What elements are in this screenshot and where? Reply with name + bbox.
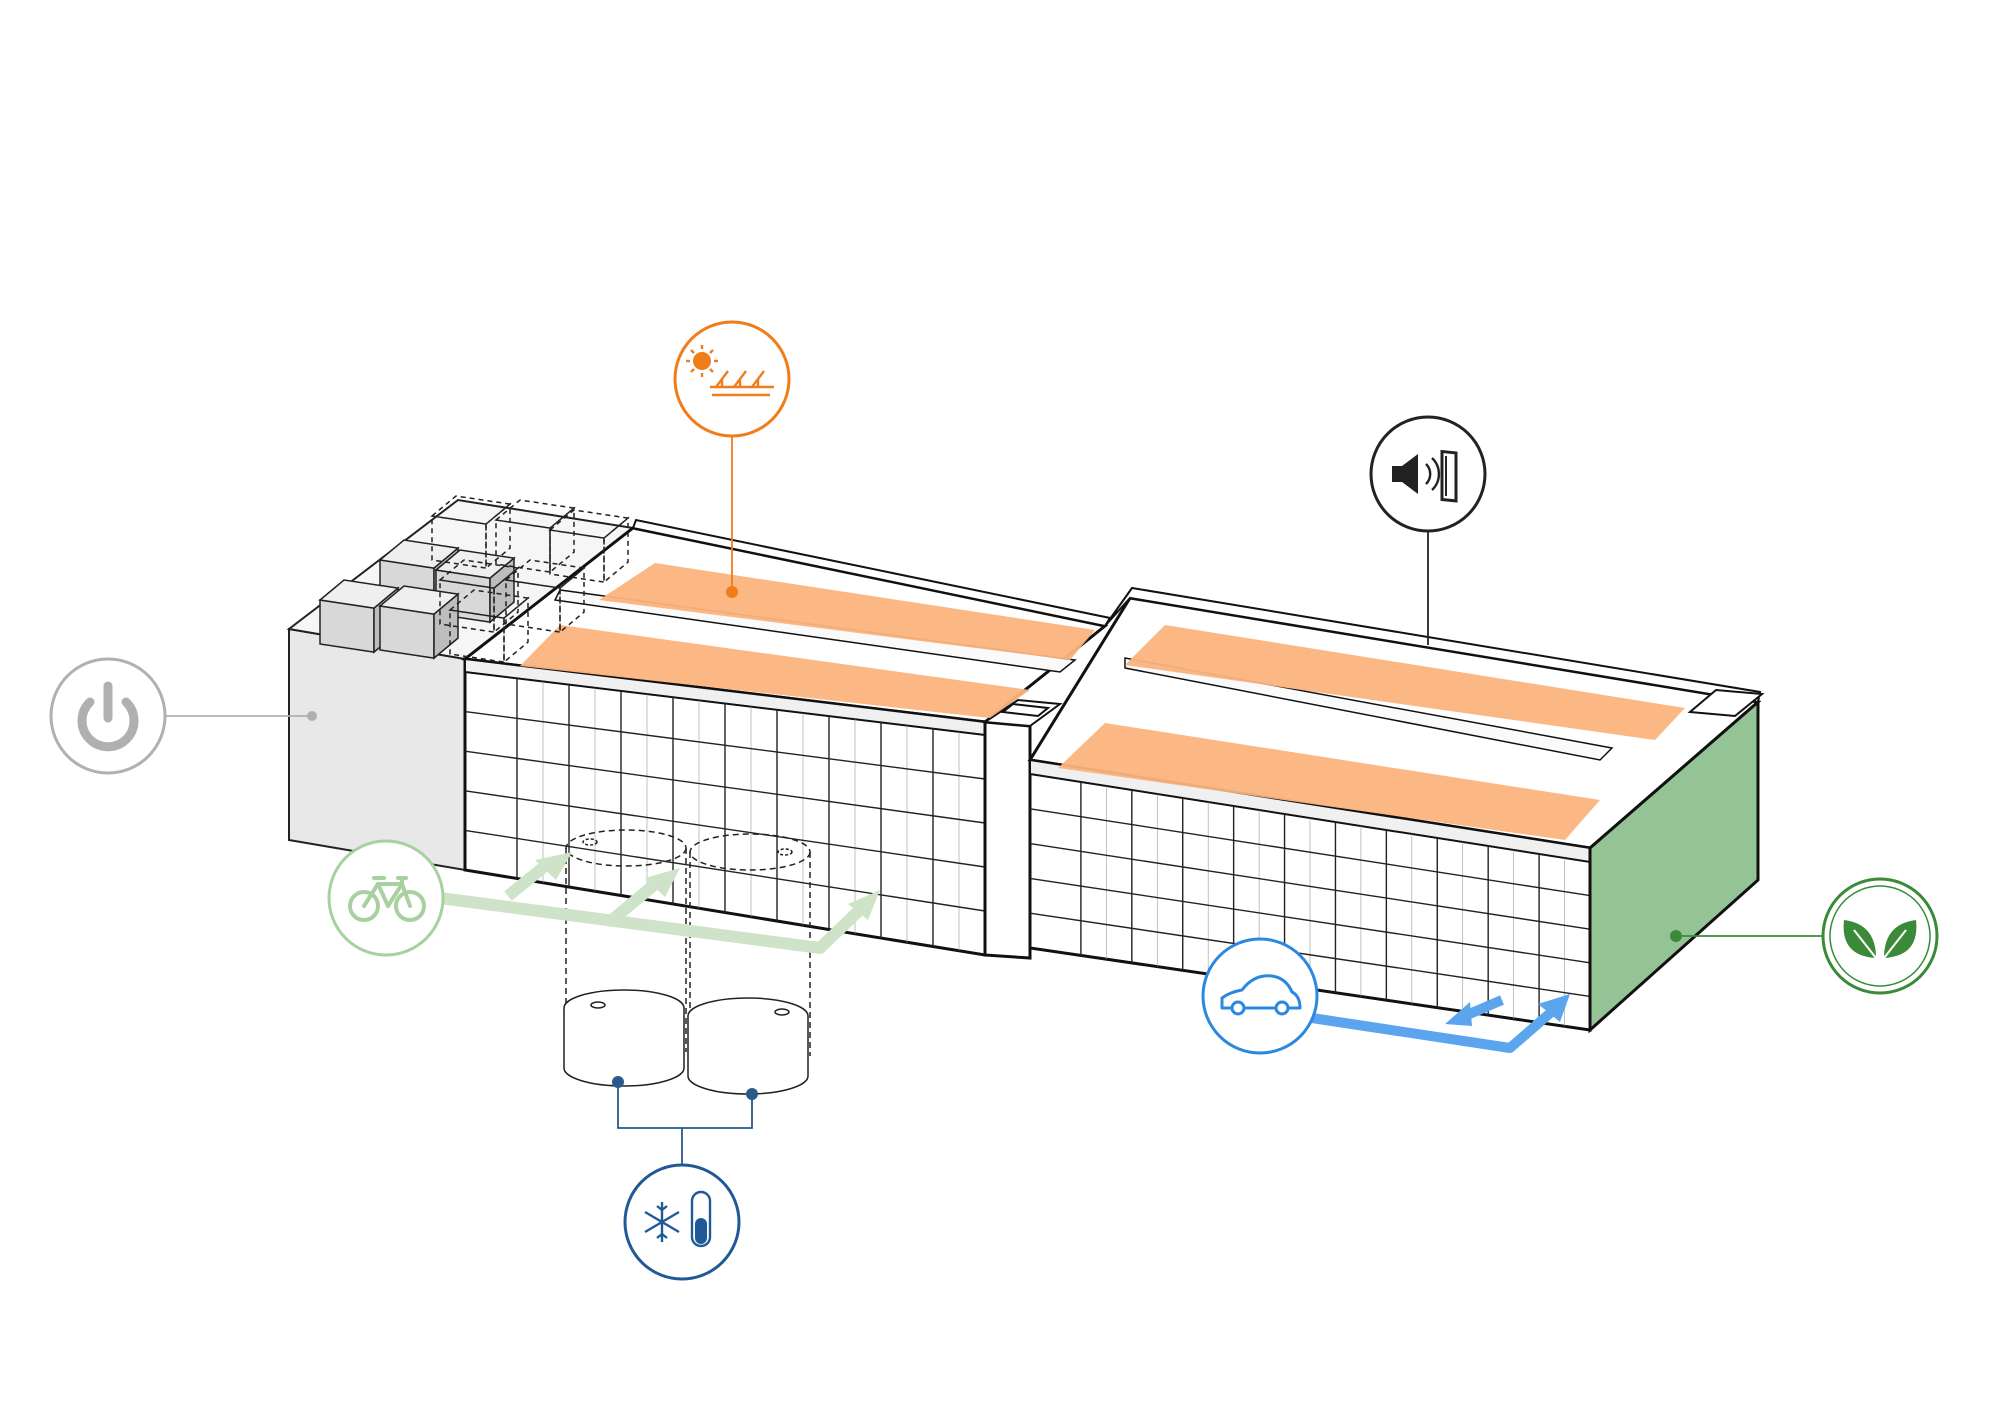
- solar-zone-3: [1125, 625, 1685, 740]
- hvac-face: [603, 516, 629, 584]
- tank-left: [563, 829, 687, 1087]
- facade-floor-line: [1029, 808, 1591, 897]
- facade-floor-line: [464, 829, 986, 912]
- hvac-face: [549, 506, 575, 574]
- hvac-dashed-unit: [548, 509, 630, 584]
- facade-floor-line: [464, 790, 986, 868]
- hvac-dashed-unit: [504, 559, 586, 634]
- hvac-face: [493, 566, 519, 634]
- bicycle-icon[interactable]: [327, 839, 445, 957]
- hvac-solid-unit: [378, 585, 460, 660]
- facade-floor-line: [464, 750, 986, 824]
- facade-floor-line: [1029, 877, 1591, 964]
- left-facade-grid: [464, 678, 986, 951]
- tank-right: [687, 833, 811, 1095]
- hvac-face: [494, 499, 576, 529]
- hvac-face: [503, 596, 529, 664]
- hvac-face: [548, 509, 630, 539]
- hvac-dashed-unit: [430, 495, 512, 570]
- roof-stair-box: [1687, 688, 1765, 718]
- power-icon[interactable]: [49, 657, 167, 775]
- thermal-tanks: [563, 829, 811, 1095]
- hvac-dashed-units: [430, 495, 630, 664]
- hvac-dashed-unit: [494, 499, 576, 574]
- right-facade-grid: [1029, 782, 1591, 1027]
- hvac-dashed-unit: [448, 589, 530, 664]
- solar-panel-icon[interactable]: [673, 320, 791, 438]
- car-icon[interactable]: [1201, 937, 1319, 1055]
- bike-path: [439, 852, 880, 954]
- snowflake-thermometer-icon[interactable]: [623, 1163, 741, 1281]
- hvac-dashed-unit: [438, 559, 520, 634]
- hvac-face: [434, 549, 516, 579]
- acoustic-speaker-icon[interactable]: [1369, 415, 1487, 533]
- solar-zone-2: [520, 625, 1030, 718]
- facade-floor-line: [464, 710, 986, 780]
- solar-zone-1: [599, 563, 1095, 660]
- leader-solar: [726, 436, 738, 598]
- hvac-face: [430, 495, 512, 525]
- hvac-face: [438, 559, 520, 589]
- hvac-solid-unit: [434, 549, 516, 624]
- hvac-face: [448, 589, 530, 619]
- hvac-face: [378, 585, 460, 615]
- hvac-face: [504, 559, 586, 589]
- facade-floor-line: [1029, 842, 1591, 930]
- leader-energy: [166, 711, 317, 721]
- hvac-face: [379, 605, 435, 659]
- leaf-icon[interactable]: [1821, 877, 1939, 995]
- leader-green: [1670, 930, 1822, 942]
- green-wall: [1588, 698, 1760, 1034]
- rooftop-units: [318, 495, 630, 664]
- facade-floor-line: [1029, 912, 1591, 998]
- car-path: [1311, 994, 1570, 1053]
- hvac-face: [485, 502, 511, 570]
- solar-zone-4: [1058, 723, 1600, 840]
- core-tower: [982, 698, 1063, 960]
- solar-zones: [520, 563, 1685, 840]
- callout-leaders: [166, 436, 1822, 1164]
- hvac-face: [559, 566, 585, 634]
- hvac-face: [318, 579, 400, 609]
- hvac-face: [319, 599, 375, 653]
- leader-tanks: [612, 1076, 758, 1164]
